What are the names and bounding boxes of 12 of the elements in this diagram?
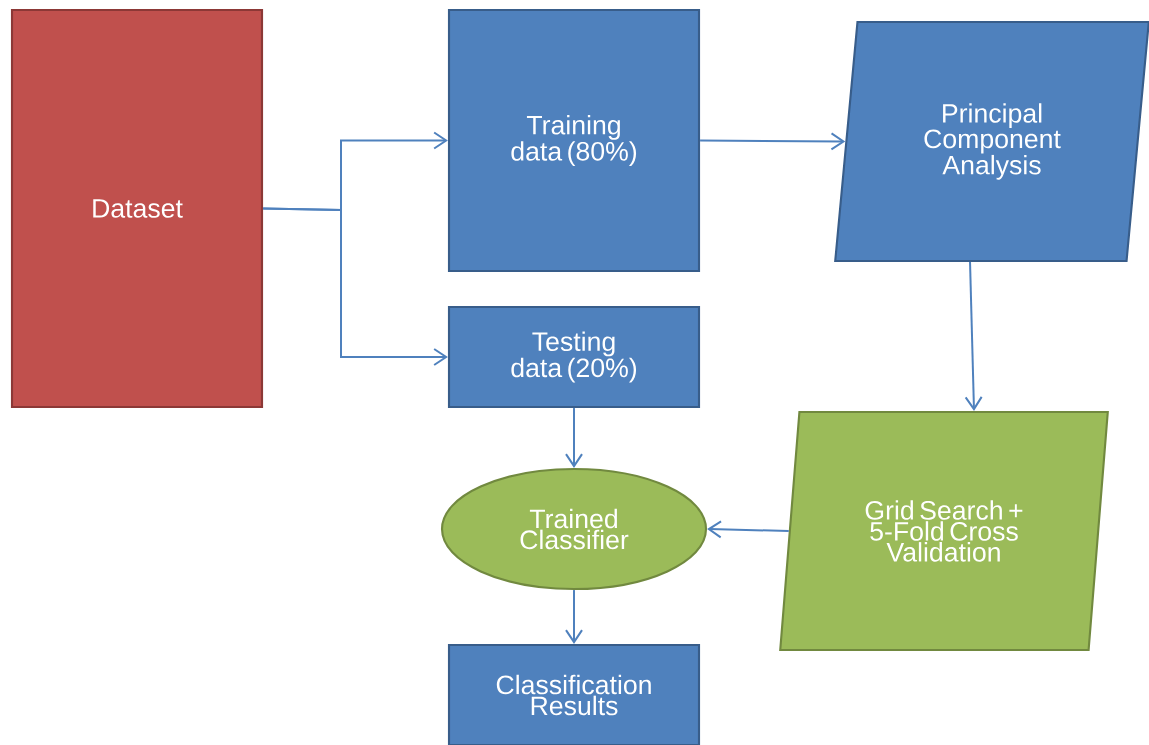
arrow [565,589,583,644]
process-parallelogram: Principal Component Analysis [834,20,1149,263]
arrow [964,261,983,411]
dataset-box: Dataset [10,8,264,409]
process-box: Training data (80%) [447,8,701,273]
process-box: Testing data (20%) [447,305,701,409]
arrow [707,520,790,539]
arrow [262,207,448,366]
arrow [699,132,846,151]
result-box: Classification Results [447,643,701,745]
arrow [565,407,583,468]
process-parallelogram: Grid Search + 5-Fold Cross Validation [779,410,1109,652]
